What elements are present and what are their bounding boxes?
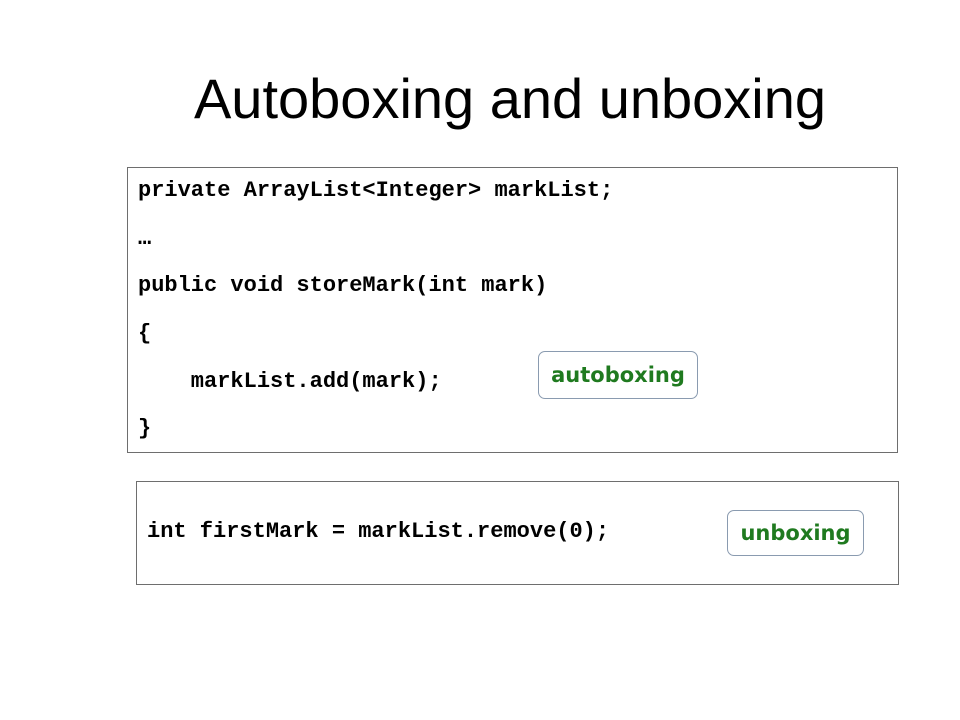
code-line-remove-call: int firstMark = markList.remove(0); bbox=[147, 519, 610, 544]
autoboxing-callout: autoboxing bbox=[538, 351, 698, 399]
code-line-add-call: markList.add(mark); bbox=[138, 369, 442, 394]
unboxing-callout: unboxing bbox=[727, 510, 864, 556]
code-line-method-signature: public void storeMark(int mark) bbox=[138, 273, 548, 298]
code-line-open-brace: { bbox=[138, 321, 152, 346]
code-block-store-mark bbox=[127, 167, 898, 453]
code-line-ellipsis: … bbox=[138, 226, 152, 251]
code-line-close-brace: } bbox=[138, 416, 152, 441]
slide-title: Autoboxing and unboxing bbox=[193, 67, 827, 130]
code-line-field-declaration: private ArrayList<Integer> markList; bbox=[138, 178, 614, 203]
